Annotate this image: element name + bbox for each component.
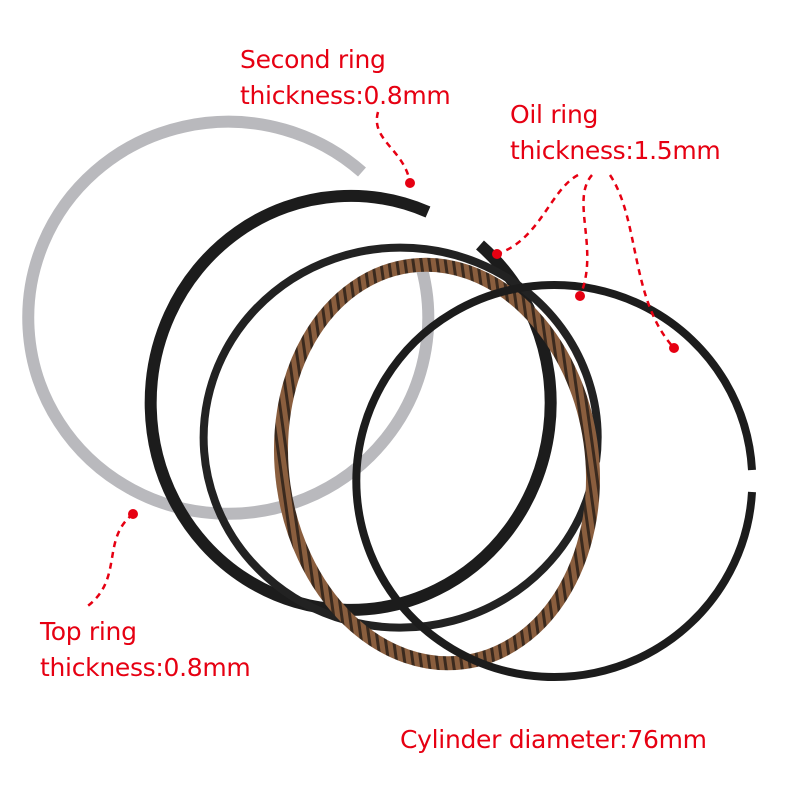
oil-ring-rail-upper bbox=[199, 243, 602, 632]
top-ring bbox=[22, 115, 435, 520]
dot-oil-expander bbox=[575, 291, 585, 301]
oil-ring-thickness: thickness:1.5mm bbox=[510, 136, 721, 165]
second-ring-thickness: thickness:0.8mm bbox=[240, 81, 451, 110]
top-ring-label: Top ring thickness:0.8mm bbox=[40, 614, 251, 686]
leader-second-ring bbox=[375, 111, 412, 184]
second-ring-title: Second ring bbox=[240, 45, 386, 74]
oil-ring-label: Oil ring thickness:1.5mm bbox=[510, 97, 721, 169]
dot-oil-lower bbox=[669, 343, 679, 353]
top-ring-thickness: thickness:0.8mm bbox=[40, 653, 251, 682]
oil-ring-title: Oil ring bbox=[510, 100, 599, 129]
second-ring-label: Second ring thickness:0.8mm bbox=[240, 42, 451, 114]
leader-oil-lower bbox=[608, 174, 675, 349]
annotation-leaders bbox=[84, 111, 675, 610]
dot-second-ring bbox=[405, 178, 415, 188]
annotation-dots bbox=[128, 178, 679, 519]
dot-top-ring bbox=[128, 509, 138, 519]
oil-ring-expander bbox=[274, 257, 600, 671]
leader-top-ring bbox=[84, 513, 134, 610]
top-ring-title: Top ring bbox=[40, 617, 137, 646]
cylinder-diameter-label: Cylinder diameter:76mm bbox=[400, 725, 707, 754]
leader-oil-expander bbox=[578, 174, 593, 297]
second-ring bbox=[144, 189, 557, 616]
dot-oil-upper bbox=[492, 249, 502, 259]
oil-ring-rail-lower bbox=[352, 281, 756, 681]
leader-oil-upper bbox=[496, 173, 579, 256]
